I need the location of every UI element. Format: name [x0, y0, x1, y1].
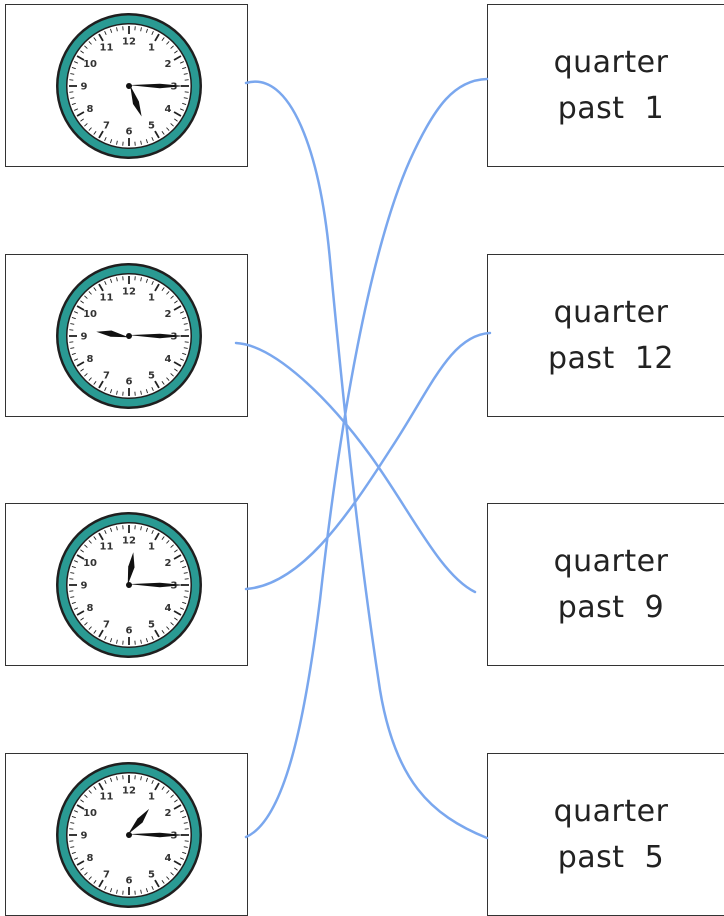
clock-numeral: 2 — [164, 309, 171, 320]
clock-numeral: 2 — [164, 59, 171, 70]
clock-numeral: 7 — [103, 120, 110, 131]
clock-numeral: 12 — [122, 287, 136, 298]
clock-numeral: 11 — [100, 792, 114, 803]
clock-numeral: 9 — [81, 82, 88, 93]
clock-numeral: 5 — [148, 120, 155, 131]
clock-numeral: 5 — [148, 619, 155, 630]
label-box-3[interactable]: quarter past 9 — [487, 503, 724, 666]
clock-center — [126, 333, 132, 339]
clock-numeral: 6 — [126, 626, 133, 637]
clock-numeral: 10 — [83, 808, 97, 819]
clock-numeral: 6 — [126, 876, 133, 887]
match-line-3 — [246, 333, 490, 589]
label-text-line2: past 12 — [548, 336, 674, 382]
clock-numeral: 9 — [81, 581, 88, 592]
label-box-2[interactable]: quarter past 12 — [487, 254, 724, 417]
clock-numeral: 2 — [164, 558, 171, 569]
clock-center — [126, 832, 132, 838]
clock-numeral: 4 — [164, 853, 171, 864]
clock-numeral: 8 — [87, 603, 94, 614]
clock-numeral: 10 — [83, 309, 97, 320]
label-box-4[interactable]: quarter past 5 — [487, 753, 724, 916]
clock-numeral: 1 — [148, 792, 155, 803]
label-text-line1: quarter — [554, 290, 669, 336]
clock-numeral: 2 — [164, 808, 171, 819]
clock-numeral: 11 — [100, 43, 114, 54]
clock-numeral: 9 — [81, 332, 88, 343]
clock-numeral: 8 — [87, 853, 94, 864]
clock-center — [126, 582, 132, 588]
clock-numeral: 1 — [148, 542, 155, 553]
label-text-line2: past 1 — [558, 86, 664, 132]
label-text-line2: past 5 — [558, 835, 664, 881]
clock-numeral: 12 — [122, 37, 136, 48]
clock-numeral: 10 — [83, 59, 97, 70]
match-line-1 — [246, 82, 487, 838]
clock-numeral: 1 — [148, 293, 155, 304]
clock-numeral: 12 — [122, 536, 136, 547]
clock-numeral: 11 — [100, 293, 114, 304]
clock-numeral: 4 — [164, 603, 171, 614]
clock-numeral: 4 — [164, 354, 171, 365]
clock-numeral: 9 — [81, 831, 88, 842]
clock-numeral: 5 — [148, 370, 155, 381]
clock-numeral: 7 — [103, 619, 110, 630]
label-box-1[interactable]: quarter past 1 — [487, 4, 724, 167]
clock-center — [126, 83, 132, 89]
match-line-4 — [246, 79, 487, 837]
clock-numeral: 1 — [148, 43, 155, 54]
label-text-line1: quarter — [554, 539, 669, 585]
clock-numeral: 6 — [126, 127, 133, 138]
clock-numeral: 7 — [103, 370, 110, 381]
clock-numeral: 6 — [126, 377, 133, 388]
match-line-2 — [236, 343, 475, 592]
clock-numeral: 7 — [103, 869, 110, 880]
clock-numeral: 10 — [83, 558, 97, 569]
clock-numeral: 11 — [100, 542, 114, 553]
clock-numeral: 8 — [87, 104, 94, 115]
label-text-line1: quarter — [554, 40, 669, 86]
clock-numeral: 5 — [148, 869, 155, 880]
label-text-line1: quarter — [554, 789, 669, 835]
clock-numeral: 4 — [164, 104, 171, 115]
clock-numeral: 8 — [87, 354, 94, 365]
label-text-line2: past 9 — [558, 585, 664, 631]
clock-numeral: 12 — [122, 786, 136, 797]
